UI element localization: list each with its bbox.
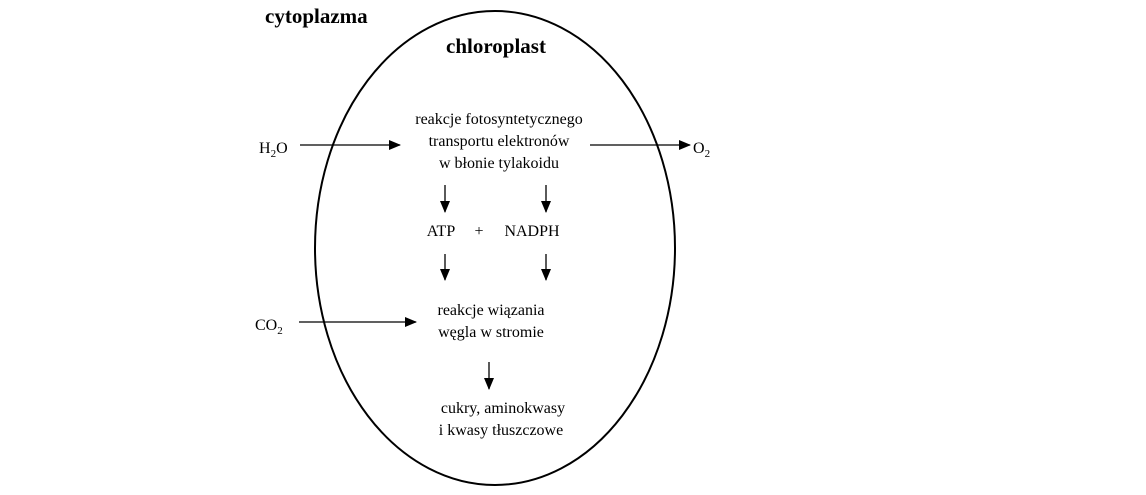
light-reactions-line-1: reakcje fotosyntetycznego [415,111,582,128]
products-line-2: i kwasy tłuszczowe [439,422,563,439]
nadph-label: NADPH [504,223,560,240]
plus-sign: + [474,223,483,240]
light-reactions-line-2: transportu elektronów [429,133,570,150]
atp-label: ATP [427,223,456,240]
cytoplasm-label: cytoplazma [265,4,368,28]
chloroplast-label: chloroplast [446,34,546,58]
chloroplast-outline [314,10,676,486]
oxygen-output-label: O2 [693,140,710,160]
carbon-fixation-line-2: węgla w stromie [438,324,544,341]
carbon-fixation-line-1: reakcje wiązania [437,302,544,319]
light-reactions-line-3: w błonie tylakoidu [439,155,559,172]
co2-input-label: CO2 [255,317,283,337]
products-line-1: cukry, aminokwasy [441,400,565,417]
water-input-label: H2O [259,140,288,160]
